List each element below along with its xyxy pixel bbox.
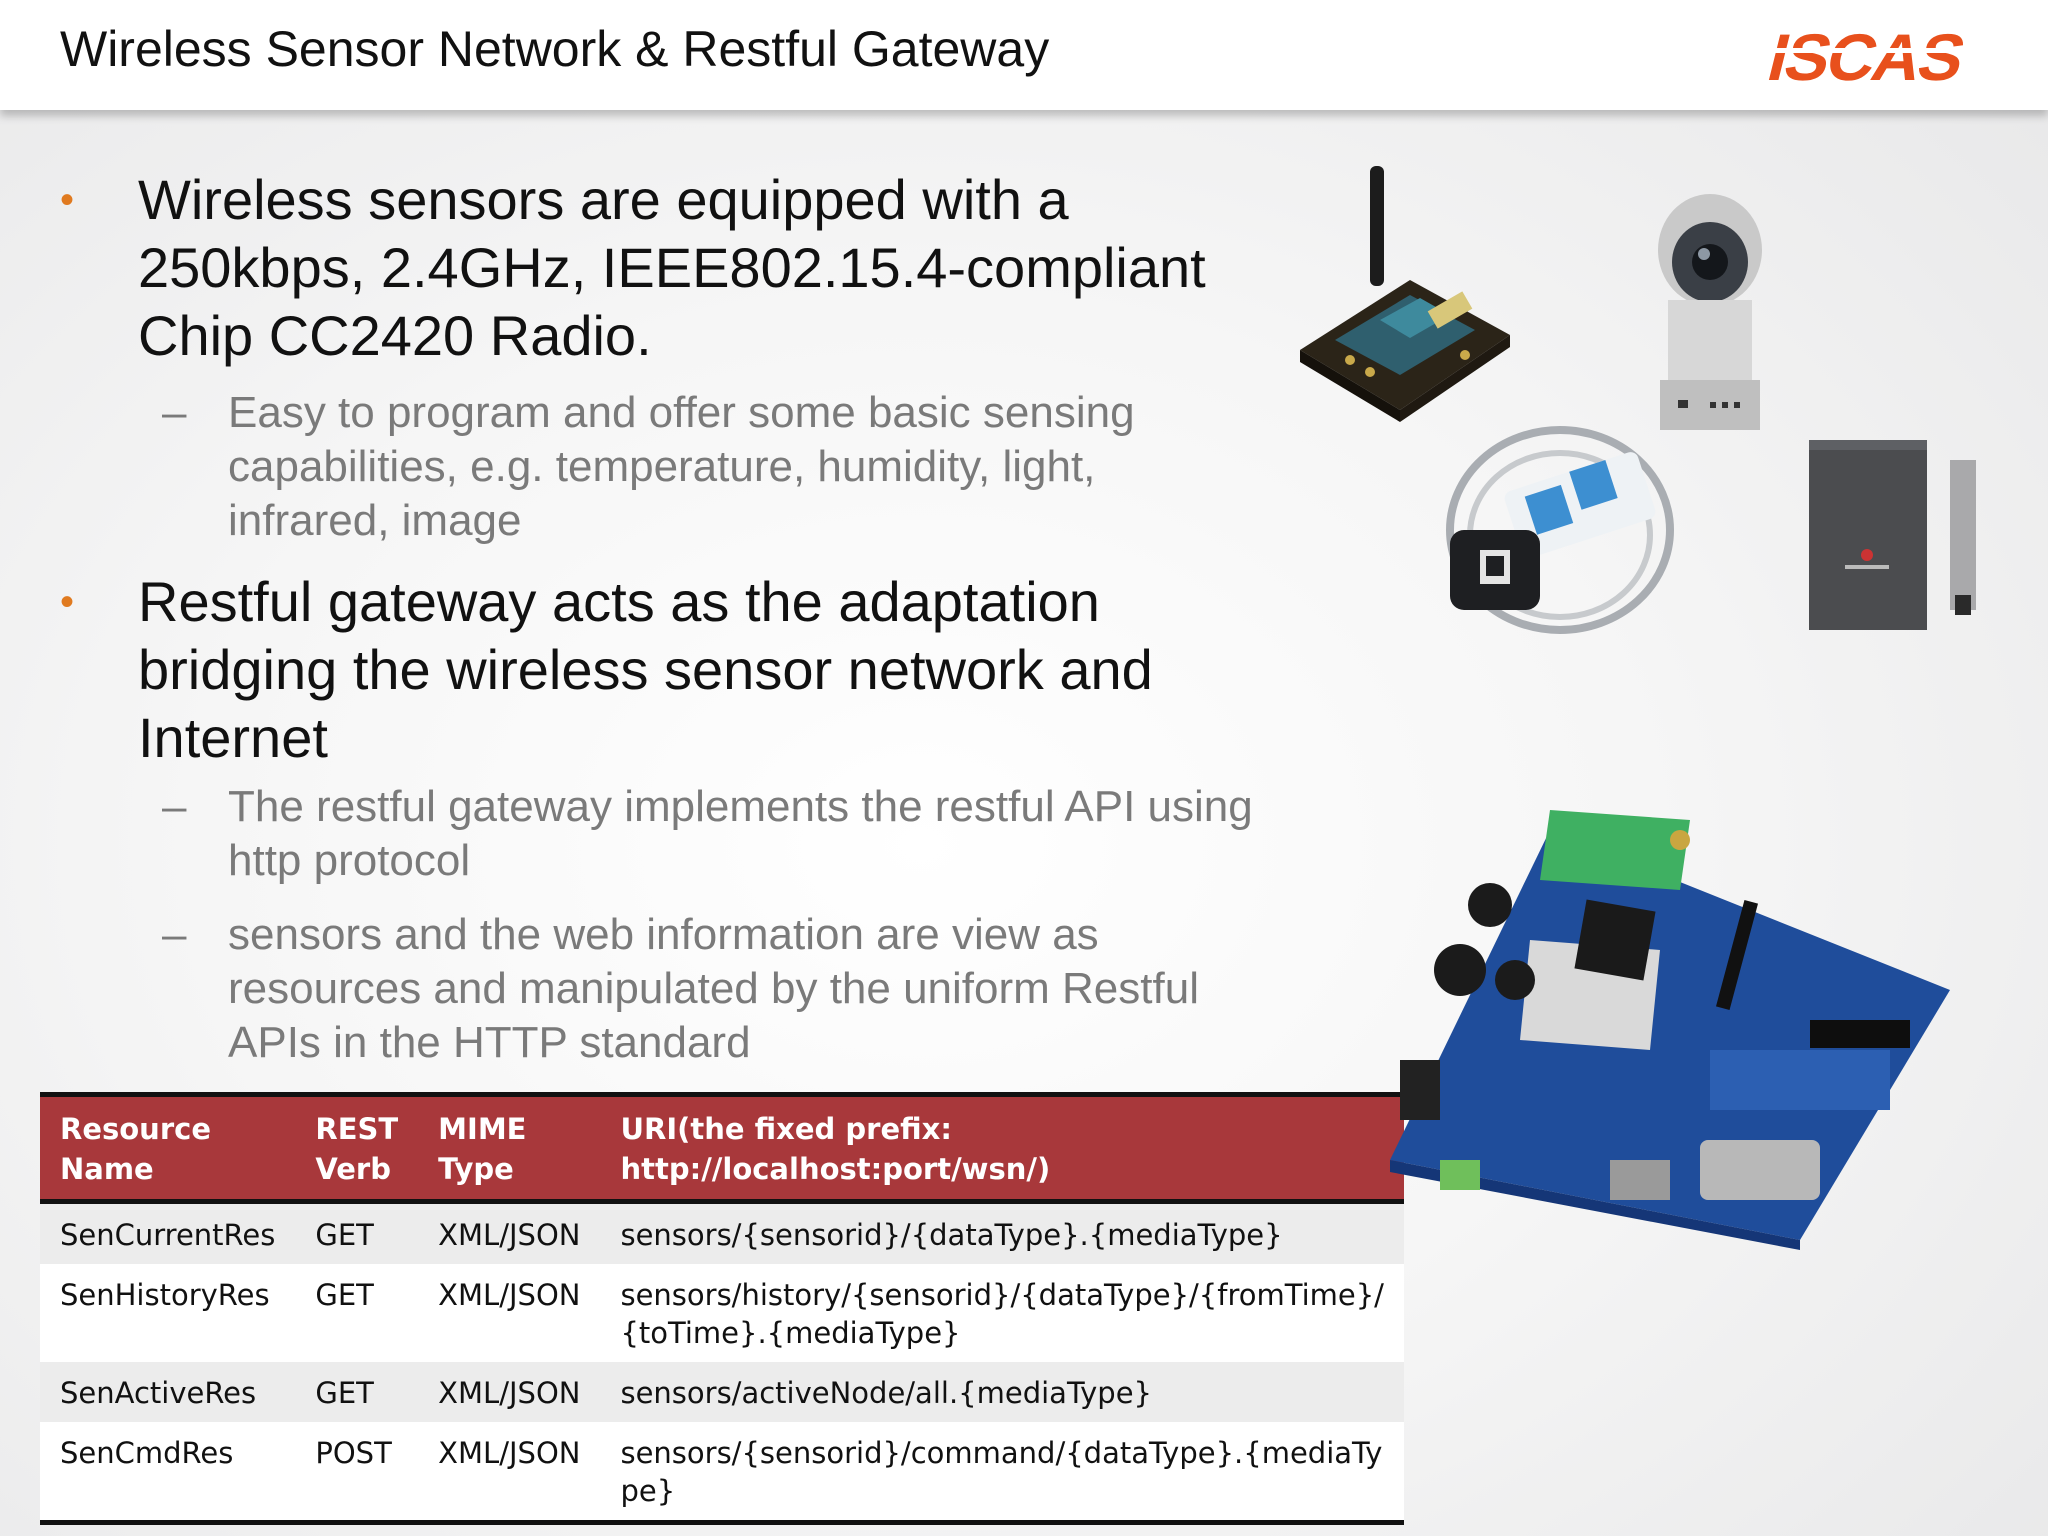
sub-bullet-line: http protocol — [228, 836, 471, 885]
bullet-restful-gateway: • Restful gateway acts as the adaptation… — [60, 568, 1338, 772]
door-contact-sensor-icon — [1809, 440, 1976, 630]
bullet-marker: • — [60, 178, 75, 222]
bullet-line: bridging the wireless sensor network and — [138, 638, 1153, 701]
bullet-line: Chip CC2420 Radio. — [138, 304, 652, 367]
cell-mime-type: XML/JSON — [418, 1422, 601, 1523]
table-row: SenCurrentRes GET XML/JSON sensors/{sens… — [40, 1201, 1404, 1264]
gateway-circuit-board-icon — [1390, 810, 1950, 1250]
sub-bullet-easy-to-program: – Easy to program and offer some basic s… — [162, 386, 1328, 548]
cell-rest-verb: GET — [295, 1201, 419, 1264]
cell-rest-verb: GET — [295, 1264, 419, 1362]
sub-bullet-marker: – — [162, 782, 187, 831]
cell-uri: sensors/history/{sensorid}/{dataType}/{f… — [600, 1264, 1404, 1362]
sub-bullet-line: resources and manipulated by the uniform… — [228, 964, 1199, 1013]
bullet-line: Restful gateway acts as the adaptation — [138, 570, 1100, 633]
cell-rest-verb: GET — [295, 1362, 419, 1422]
bullet-line: Internet — [138, 706, 328, 769]
sub-bullet-marker: – — [162, 388, 187, 437]
cell-rest-verb: POST — [295, 1422, 419, 1523]
iscas-logo: ISCAS — [1764, 21, 1995, 90]
table-row: SenActiveRes GET XML/JSON sensors/active… — [40, 1362, 1404, 1422]
bullet-marker: • — [60, 580, 75, 624]
table-row: SenCmdRes POST XML/JSON sensors/{sensori… — [40, 1422, 1404, 1523]
smart-power-strip-icon — [1446, 426, 1674, 634]
cell-resource-name: SenActiveRes — [40, 1362, 296, 1422]
sensor-board-with-antenna-icon — [1300, 166, 1510, 422]
slide-title: Wireless Sensor Network & Restful Gatewa… — [60, 21, 1050, 77]
cell-mime-type: XML/JSON — [418, 1264, 601, 1362]
sub-bullet-marker: – — [162, 910, 187, 959]
sub-bullet-line: infrared, image — [228, 496, 522, 545]
cell-resource-name: SenHistoryRes — [40, 1264, 296, 1362]
header-mime-type: MIME Type — [418, 1094, 601, 1204]
cell-mime-type: XML/JSON — [418, 1201, 601, 1264]
bullet-wireless-sensors: • Wireless sensors are equipped with a 2… — [60, 166, 1338, 370]
table-row: SenHistoryRes GET XML/JSON sensors/histo… — [40, 1264, 1404, 1362]
cell-resource-name: SenCurrentRes — [40, 1201, 296, 1264]
svg-text:ISCAS: ISCAS — [1764, 21, 1971, 90]
sub-bullet-line: The restful gateway implements the restf… — [228, 782, 1253, 831]
cell-resource-name: SenCmdRes — [40, 1422, 296, 1523]
bullet-line: 250kbps, 2.4GHz, IEEE802.15.4-compliant — [138, 236, 1206, 299]
cell-uri: sensors/{sensorid}/command/{dataType}.{m… — [600, 1422, 1404, 1523]
cell-mime-type: XML/JSON — [418, 1362, 601, 1422]
sub-bullet-line: sensors and the web information are view… — [228, 910, 1099, 959]
sub-bullet-resources: – sensors and the web information are vi… — [162, 908, 1328, 1070]
sub-bullet-line: APIs in the HTTP standard — [228, 1018, 751, 1067]
bullet-line: Wireless sensors are equipped with a — [138, 168, 1069, 231]
ip-camera-icon — [1658, 194, 1762, 430]
slide-header: Wireless Sensor Network & Restful Gatewa… — [0, 0, 2048, 110]
cell-uri: sensors/{sensorid}/{dataType}.{mediaType… — [600, 1201, 1404, 1264]
sub-bullet-line: capabilities, e.g. temperature, humidity… — [228, 442, 1096, 491]
sub-bullet-restful-api: – The restful gateway implements the res… — [162, 780, 1328, 888]
header-uri: URI(the fixed prefix: http://localhost:p… — [600, 1094, 1404, 1204]
sub-bullet-line: Easy to program and offer some basic sen… — [228, 388, 1135, 437]
cell-uri: sensors/activeNode/all.{mediaType} — [600, 1362, 1404, 1422]
